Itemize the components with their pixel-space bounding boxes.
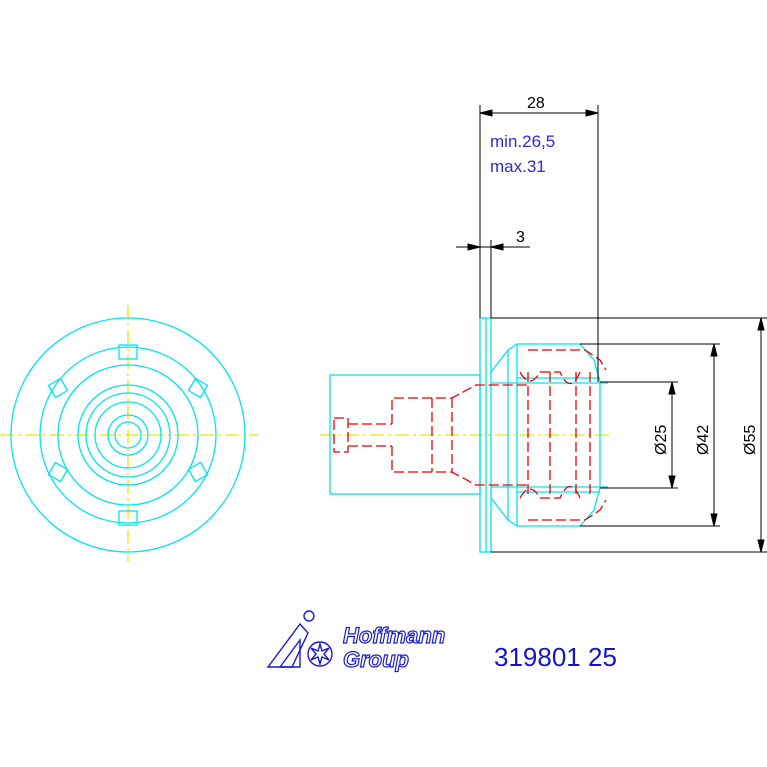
- dim-3-arrow-right: [490, 243, 504, 251]
- front-slot-ul: [47, 377, 69, 399]
- dim-max-note: max.31: [490, 157, 546, 176]
- front-slot-bottom: [118, 510, 138, 526]
- logo-text-line1: Hoffmann: [343, 623, 445, 648]
- hidden-collet-bottom: [528, 499, 607, 521]
- dim-28-arrow-left: [479, 109, 493, 117]
- side-view: [320, 317, 610, 553]
- dim-55-arrow-top: [757, 317, 765, 331]
- hidden-collet-top: [528, 349, 607, 371]
- dim-42-arrow-top: [710, 343, 718, 357]
- dim-25-arrow-top: [668, 381, 676, 395]
- front-hub-inner-circle: [85, 392, 171, 478]
- front-center-circle: [114, 421, 142, 449]
- front-slot-ur: [187, 377, 209, 399]
- part-number: 319801 25: [494, 642, 617, 672]
- front-slot-top: [118, 344, 138, 360]
- dim-55-arrow-bottom: [757, 539, 765, 553]
- dim-28-label: 28: [527, 95, 545, 112]
- hidden-collet-slot-bottom: [519, 485, 581, 499]
- dim-3-label: 3: [516, 229, 525, 246]
- logo-text-line2: Group: [343, 647, 409, 672]
- dim-55-label: Ø55: [742, 425, 759, 455]
- dim-min-note: min.26,5: [490, 132, 555, 151]
- front-slot-lr: [187, 461, 209, 483]
- front-bore-circle: [107, 414, 149, 456]
- hoffmann-logo: Hoffmann Group: [266, 610, 446, 673]
- front-hub-circle: [77, 384, 179, 486]
- dim-42-label: Ø42: [695, 425, 712, 455]
- dim-42-arrow-bottom: [710, 513, 718, 527]
- dim-25-label: Ø25: [653, 425, 670, 455]
- front-slot-ll: [47, 461, 69, 483]
- dim-25-arrow-bottom: [668, 475, 676, 489]
- dim-3-arrow-left: [467, 243, 481, 251]
- hidden-screw-head: [333, 417, 349, 453]
- nut-outline-bottom: [490, 487, 601, 527]
- hidden-collet-slot-top: [519, 371, 581, 385]
- dimensions: [456, 105, 767, 553]
- dim-28-arrow-right: [585, 109, 599, 117]
- front-ring-circle: [39, 346, 217, 524]
- logo-emblem-icon: [266, 610, 333, 668]
- front-bore-outer-circle: [94, 401, 162, 469]
- front-outer-circle: [10, 317, 246, 553]
- front-view: [0, 305, 258, 562]
- front-ring-inner-circle: [57, 364, 199, 506]
- nut-outline-top: [490, 343, 601, 383]
